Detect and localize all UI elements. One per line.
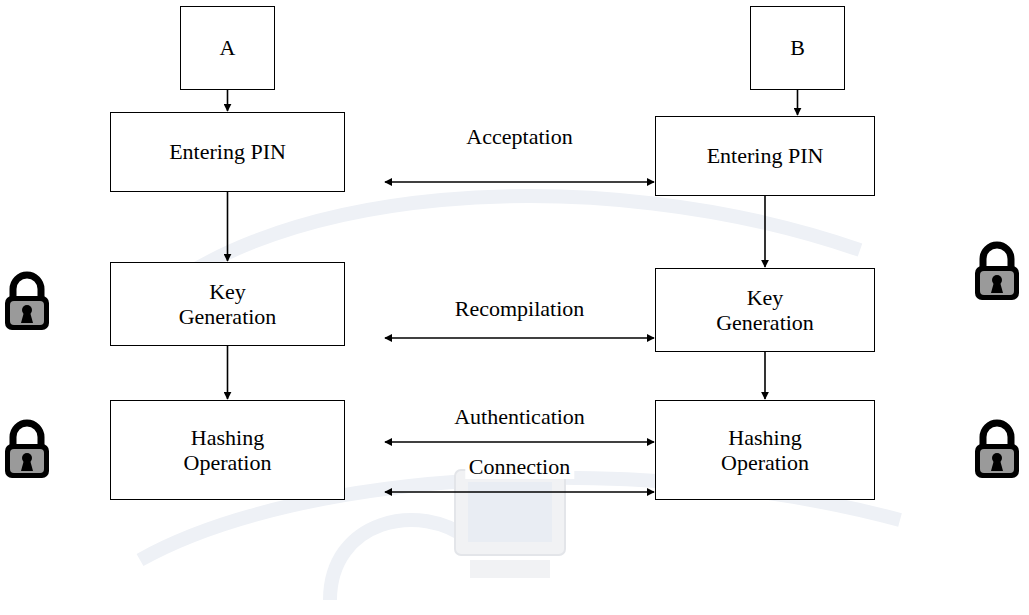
process-box: Hashing Operation bbox=[655, 400, 875, 500]
process-box: B bbox=[750, 6, 845, 90]
box-label: B bbox=[790, 35, 805, 60]
watermark-computer bbox=[455, 470, 565, 578]
box-label: Hashing Operation bbox=[168, 425, 288, 476]
arrow-connector bbox=[764, 196, 766, 267]
padlock-icon bbox=[975, 423, 1019, 478]
edge-label: Acceptation bbox=[462, 124, 576, 149]
process-box: A bbox=[180, 6, 275, 90]
process-box: Hashing Operation bbox=[110, 400, 345, 500]
padlock-icon bbox=[975, 245, 1019, 300]
padlock-icon bbox=[5, 275, 49, 330]
box-label: Entering PIN bbox=[169, 139, 286, 164]
box-label: Entering PIN bbox=[707, 143, 824, 168]
edge-label: Connection bbox=[465, 454, 574, 479]
arrow-connector bbox=[764, 352, 766, 399]
padlock-icon bbox=[5, 423, 49, 478]
edge-label: Recompilation bbox=[451, 296, 589, 321]
watermark bbox=[120, 196, 900, 600]
process-box: Entering PIN bbox=[655, 116, 875, 196]
arrow-connector bbox=[385, 441, 654, 443]
box-label: A bbox=[220, 35, 236, 60]
arrow-connector bbox=[227, 192, 229, 261]
box-label: Key Generation bbox=[168, 279, 288, 330]
edge-label: Authentication bbox=[450, 404, 589, 429]
box-label: Key Generation bbox=[705, 285, 825, 336]
box-label: Hashing Operation bbox=[705, 425, 825, 476]
arrow-connector bbox=[385, 181, 654, 183]
process-box: Key Generation bbox=[110, 262, 345, 346]
arrow-connector bbox=[227, 346, 229, 399]
arrow-connector bbox=[797, 90, 799, 115]
process-box: Key Generation bbox=[655, 268, 875, 352]
arrow-connector bbox=[227, 90, 229, 111]
arrow-connector bbox=[385, 491, 654, 493]
process-box: Entering PIN bbox=[110, 112, 345, 192]
arrow-connector bbox=[385, 337, 654, 339]
